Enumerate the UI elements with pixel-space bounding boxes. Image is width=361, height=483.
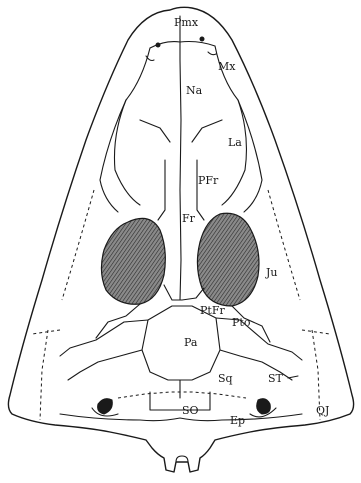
label-st: ST <box>268 372 284 385</box>
left-naris-dot <box>156 43 161 48</box>
label-so: SO <box>182 404 199 417</box>
label-ju: Ju <box>265 266 278 279</box>
label-la: La <box>228 136 242 149</box>
label-ptfr: PtFr <box>200 304 225 317</box>
label-fr: Fr <box>182 212 196 225</box>
label-pmx: Pmx <box>174 16 199 29</box>
label-mx: Mx <box>218 60 236 73</box>
label-pfr: PFr <box>198 174 219 187</box>
right-otic-notch <box>257 399 271 414</box>
right-orbit <box>197 213 259 306</box>
label-pto: Pto <box>232 316 251 329</box>
label-sq: Sq <box>218 372 233 385</box>
label-na: Na <box>186 84 203 97</box>
label-pa: Pa <box>184 336 198 349</box>
label-qj: QJ <box>316 404 329 417</box>
label-ep: Ep <box>230 414 245 427</box>
right-naris-dot <box>200 37 205 42</box>
